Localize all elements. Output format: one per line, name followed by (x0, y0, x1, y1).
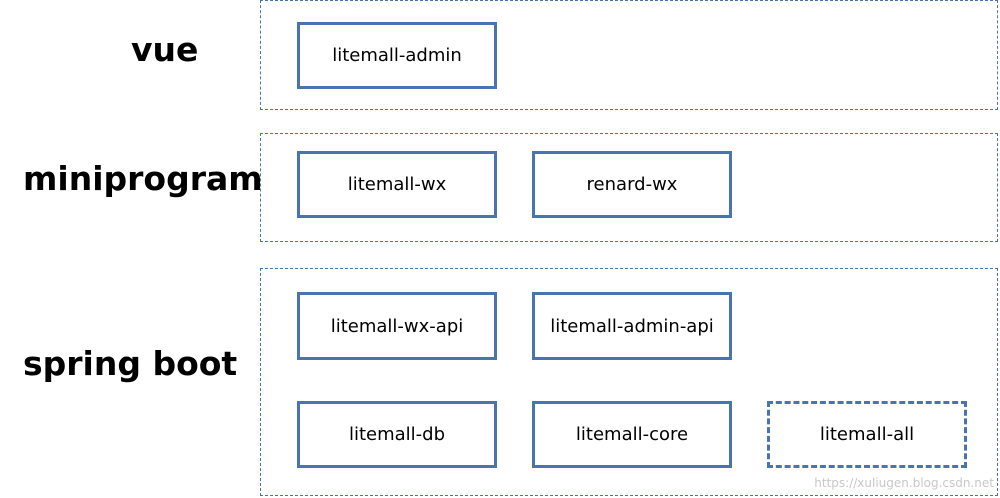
layer-label-miniprogram: miniprogram (23, 159, 263, 198)
layer-box-spring-boot (260, 268, 998, 496)
layer-label-spring-boot: spring boot (23, 344, 238, 383)
module-litemall-wx-api: litemall-wx-api (297, 292, 497, 360)
module-renard-wx: renard-wx (532, 151, 732, 218)
module-litemall-all: litemall-all (767, 401, 967, 468)
module-litemall-core: litemall-core (532, 401, 732, 468)
layer-box-vue (260, 0, 998, 110)
module-litemall-admin-api: litemall-admin-api (532, 292, 732, 360)
layer-box-miniprogram (260, 133, 998, 242)
module-litemall-wx: litemall-wx (297, 151, 497, 218)
watermark-text: https://xuliugen.blog.csdn.net (814, 476, 994, 490)
module-litemall-db: litemall-db (297, 401, 497, 468)
layer-label-vue: vue (131, 30, 199, 69)
module-litemall-admin: litemall-admin (297, 22, 497, 89)
